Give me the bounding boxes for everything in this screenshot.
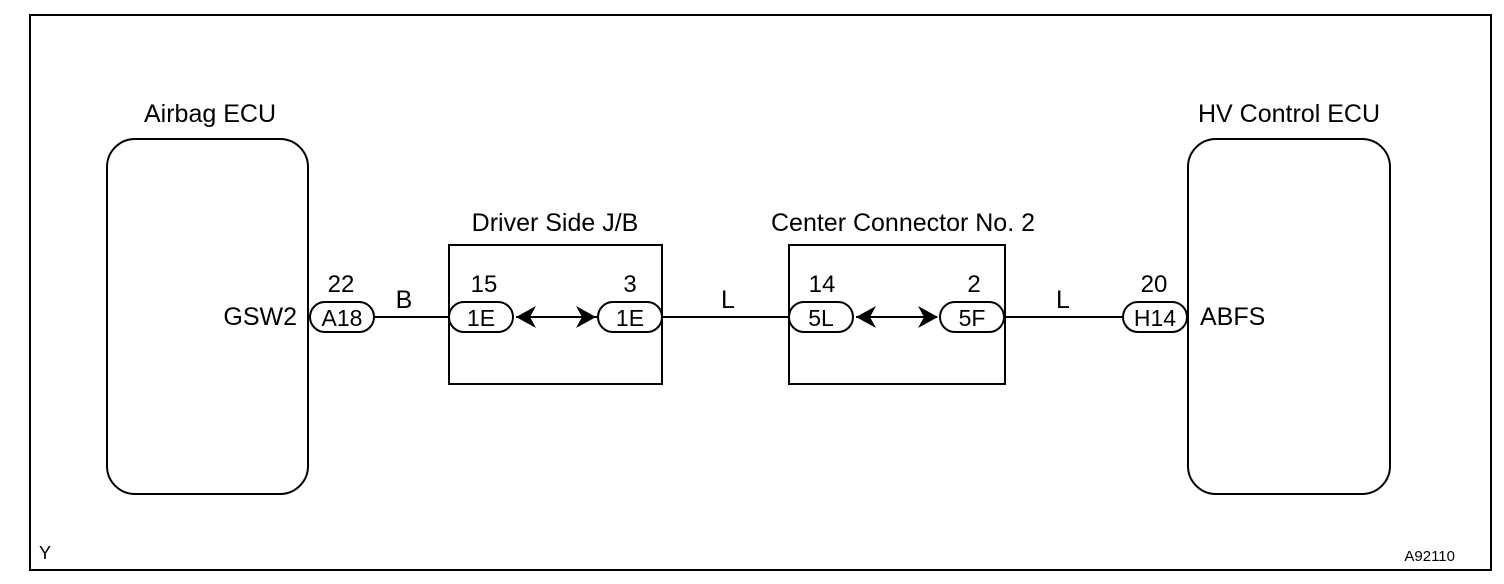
connector-1e-left-pill [448, 301, 514, 333]
connector-h14-pin: 20 [1141, 271, 1168, 298]
driver-side-jb: Driver Side J/B [448, 209, 663, 385]
airbag-ecu-box [106, 138, 309, 495]
diagram-frame [29, 14, 1492, 571]
connector-a18-pin: 22 [328, 271, 355, 298]
hv-control-ecu-terminal: ABFS [1200, 303, 1265, 331]
hv-control-ecu: HV Control ECU ABFS [1187, 100, 1391, 495]
connector-h14-pill [1122, 301, 1188, 333]
connector-1e-right-code: 1E [616, 305, 644, 331]
connector-5l-code: 5L [808, 305, 834, 331]
connector-1e-left: 1E 15 [448, 271, 514, 333]
connector-1e-right: 1E 3 [597, 271, 663, 333]
connector-h14-code: H14 [1134, 305, 1176, 331]
wire-color-label-1: B [396, 286, 413, 314]
connector-5l: 5L 14 [788, 271, 854, 333]
connector-1e-left-code: 1E [467, 305, 495, 331]
connector-5f-pill [939, 301, 1005, 333]
connector-5f-code: 5F [959, 305, 986, 331]
center-right-terminal-mark [918, 306, 938, 328]
driver-side-jb-title: Driver Side J/B [472, 209, 639, 237]
connector-a18-code: A18 [322, 305, 363, 331]
jb-left-terminal-mark [516, 306, 536, 328]
connector-5f: 5F 2 [939, 271, 1005, 333]
airbag-ecu: Airbag ECU GSW2 [106, 100, 309, 495]
wire-color-label-2: L [721, 286, 735, 314]
connector-h14: H14 20 [1122, 271, 1188, 333]
center-connector-title: Center Connector No. 2 [771, 209, 1035, 237]
connector-a18-pill [309, 301, 375, 333]
airbag-ecu-title: Airbag ECU [144, 100, 276, 128]
airbag-ecu-terminal: GSW2 [223, 303, 297, 331]
connector-1e-right-pill [597, 301, 663, 333]
figure-id: A92110 [1404, 548, 1455, 565]
connector-5l-pin: 14 [809, 271, 836, 298]
center-connector: Center Connector No. 2 [771, 209, 1035, 385]
center-left-terminal-mark [856, 306, 876, 328]
connector-a18: A18 22 [309, 271, 375, 333]
wire-color-label-3: L [1056, 286, 1070, 314]
connector-5f-pin: 2 [967, 271, 980, 298]
corner-label-left: Y [39, 543, 51, 563]
hv-control-ecu-box [1187, 138, 1391, 495]
connector-1e-left-pin: 15 [471, 271, 498, 298]
jb-right-terminal-mark [576, 306, 596, 328]
terminal-marks [516, 306, 938, 328]
connector-1e-right-pin: 3 [623, 271, 636, 298]
connector-5l-pill [788, 301, 854, 333]
hv-control-ecu-title: HV Control ECU [1198, 100, 1380, 128]
